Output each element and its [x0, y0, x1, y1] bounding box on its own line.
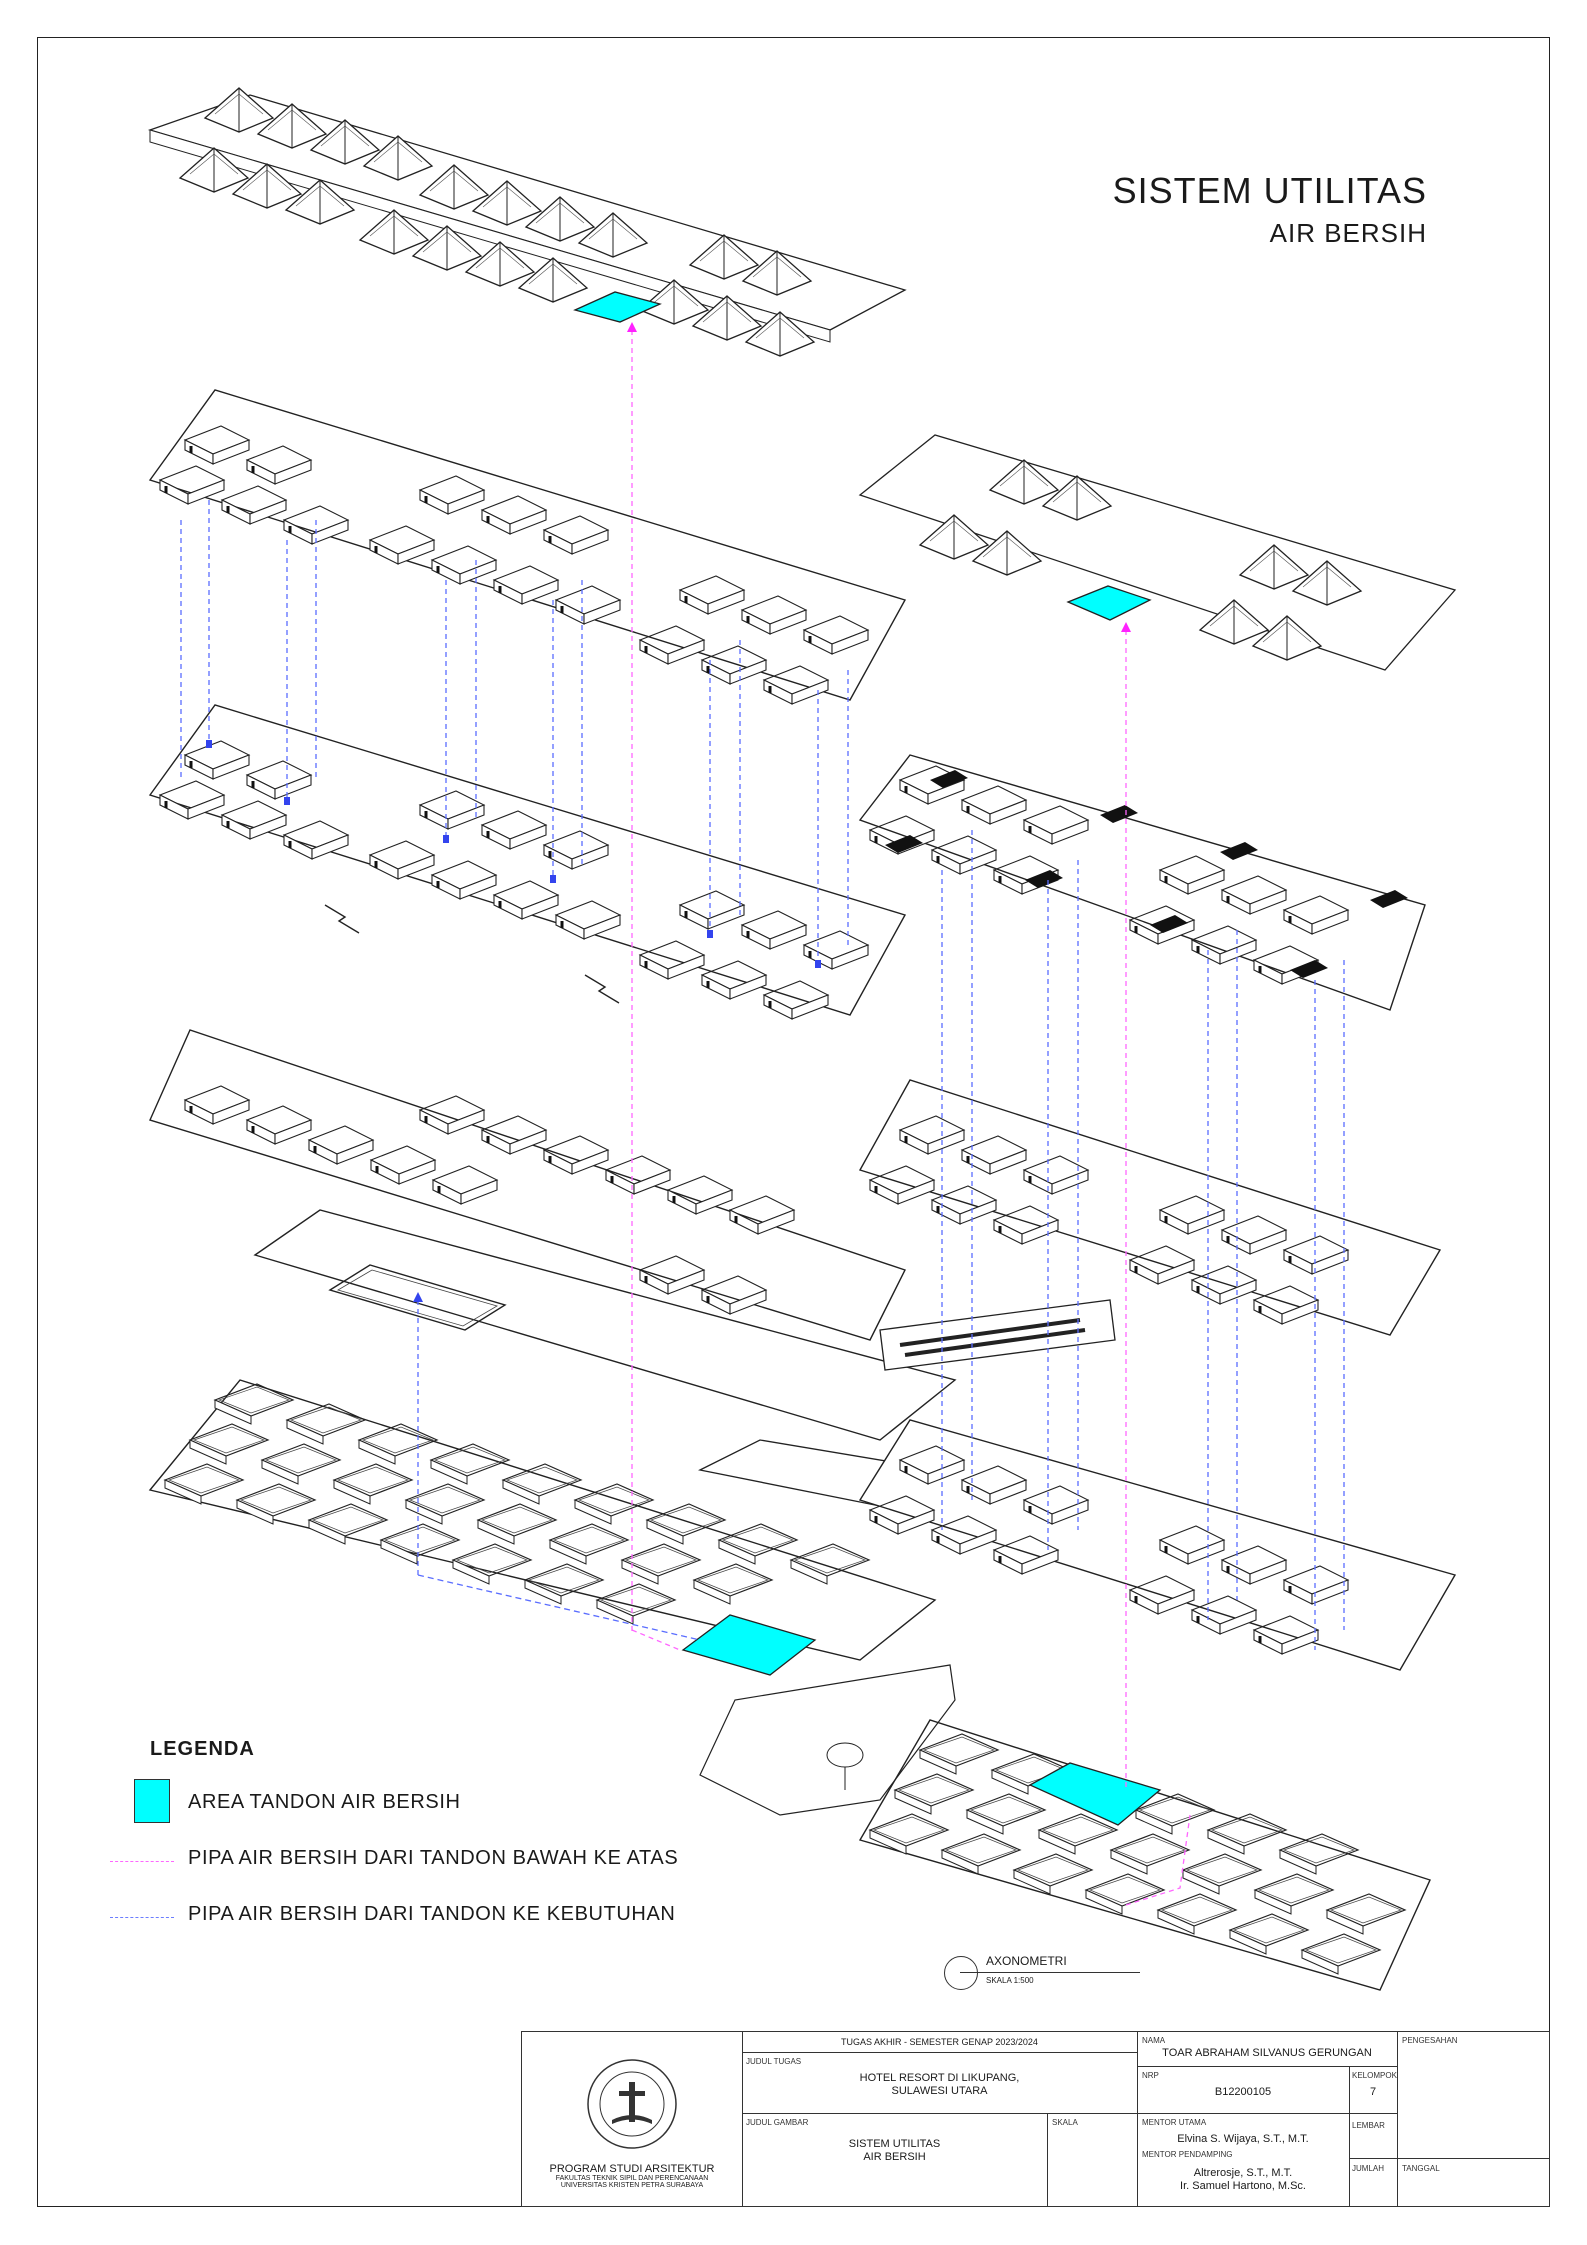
tank-area-roof-left	[573, 291, 662, 323]
pipes-bottom-to-top	[631, 330, 1191, 1906]
mentor-pendamping-1: Altrerosje, S.T., M.T.	[1193, 2167, 1293, 2179]
tb-divider	[742, 2031, 743, 2207]
floor-plate-left-3	[148, 389, 907, 706]
mentor-utama-label: MENTOR UTAMA	[1142, 2118, 1207, 2127]
axonometry-title: AXONOMETRI	[986, 1954, 1067, 1968]
legend-item-label: PIPA AIR BERSIH DARI TANDON BAWAH KE ATA…	[188, 1847, 679, 1869]
judul-gambar-line2: AIR BERSIH	[863, 2151, 926, 2163]
floor-plate-right-3	[858, 754, 1426, 1011]
university-seal-logo	[586, 2058, 678, 2150]
tank-area-roof-right	[1066, 585, 1152, 621]
drawing-title: SISTEM UTILITAS	[1112, 170, 1427, 211]
judul-tugas-line2: SULAWESI UTARA	[891, 2085, 988, 2097]
judul-tugas-line1: HOTEL RESORT DI LIKUPANG,	[859, 2072, 1020, 2084]
program-name: PROGRAM STUDI ARSITEKTUR	[549, 2163, 715, 2175]
tank-area-basement-left	[681, 1614, 817, 1676]
roof-plan-right	[858, 434, 1457, 671]
pengesahan-label: PENGESAHAN	[1402, 2036, 1458, 2045]
tb-divider	[1137, 2031, 1138, 2207]
kelompok-value: 7	[1369, 2086, 1377, 2098]
tb-divider	[1349, 2066, 1350, 2207]
axonometry-scale: SKALA 1:500	[986, 1976, 1034, 1985]
blue-dashed-line-icon	[110, 1917, 174, 1918]
tank-area-basement-right	[1028, 1762, 1162, 1826]
course-header: TUGAS AKHIR - SEMESTER GENAP 2023/2024	[841, 2037, 1038, 2047]
jumlah-label: JUMLAH	[1352, 2164, 1385, 2173]
legend-heading: LEGENDA	[150, 1738, 255, 1760]
pink-dashed-line-icon	[110, 1861, 174, 1862]
floor-plate-left-2	[148, 704, 907, 1021]
tb-divider	[1137, 2113, 1397, 2114]
drawing-subtitle: AIR BERSIH	[1269, 218, 1427, 248]
basement-grid-right	[858, 1719, 1431, 1991]
floor-plate-right-2	[858, 1079, 1442, 1336]
tb-divider	[742, 2113, 1137, 2114]
legend: LEGENDA AREA TANDON AIR BERSIH PIPA AIR …	[110, 1738, 730, 1947]
mentor-pendamping-2: Ir. Samuel Hartono, M.Sc.	[1180, 2180, 1306, 2192]
legend-item-label: PIPA AIR BERSIH DARI TANDON KE KEBUTUHAN	[188, 1903, 676, 1925]
legend-item-tank: AREA TANDON AIR BERSIH	[110, 1779, 730, 1835]
nrp-label: NRP	[1142, 2071, 1159, 2080]
skala-label: SKALA	[1052, 2118, 1078, 2127]
school-block: PROGRAM STUDI ARSITEKTUR FAKULTAS TEKNIK…	[521, 2163, 743, 2189]
floor-plate-right-1	[858, 1419, 1457, 1671]
tanggal-label: TANGGAL	[1402, 2164, 1440, 2173]
tb-divider	[1137, 2066, 1397, 2067]
judul-gambar-line1: SISTEM UTILITAS	[848, 2138, 941, 2150]
lembar-label: LEMBAR	[1352, 2121, 1385, 2130]
mentor-pendamping-label: MENTOR PENDAMPING	[1142, 2150, 1233, 2159]
student-name: TOAR ABRAHAM SILVANUS GERUNGAN	[1162, 2047, 1372, 2059]
tb-divider	[1397, 2158, 1550, 2159]
kelompok-label: KELOMPOK	[1352, 2071, 1397, 2080]
tb-divider	[1349, 2158, 1397, 2159]
tank-swatch-icon	[134, 1779, 170, 1823]
nama-label: NAMA	[1142, 2036, 1166, 2045]
basement-grid-left	[148, 1379, 937, 1676]
connector-walkway	[699, 1664, 956, 1816]
judul-tugas-label: JUDUL TUGAS	[746, 2057, 802, 2066]
student-nrp: B12200105	[1214, 2086, 1272, 2098]
university-name: UNIVERSITAS KRISTEN PETRA SURABAYA	[560, 2182, 704, 2189]
pipes-tank-to-demand	[180, 500, 1345, 1650]
legend-item-pipe-up: PIPA AIR BERSIH DARI TANDON BAWAH KE ATA…	[110, 1835, 730, 1891]
pipe-arrowheads-supply	[206, 740, 821, 1302]
judul-gambar-label: JUDUL GAMBAR	[746, 2118, 809, 2127]
mentor-utama: Elvina S. Wijaya, S.T., M.T.	[1177, 2133, 1309, 2145]
tb-divider	[1047, 2113, 1048, 2207]
pipe-arrowheads-up	[627, 322, 1131, 632]
swimming-pool	[328, 1264, 507, 1331]
title-block	[521, 2031, 1550, 2207]
faculty-name: FAKULTAS TEKNIK SIPIL DAN PERENCANAAN	[555, 2175, 709, 2182]
tb-divider	[742, 2052, 1137, 2053]
legend-item-label: AREA TANDON AIR BERSIH	[188, 1791, 461, 1813]
view-circle-icon	[944, 1956, 978, 1990]
tb-divider	[1397, 2031, 1398, 2207]
label-underline	[960, 1972, 1140, 1973]
roof-plan-left	[147, 87, 907, 357]
legend-item-pipe-supply: PIPA AIR BERSIH DARI TANDON KE KEBUTUHAN	[110, 1891, 730, 1947]
